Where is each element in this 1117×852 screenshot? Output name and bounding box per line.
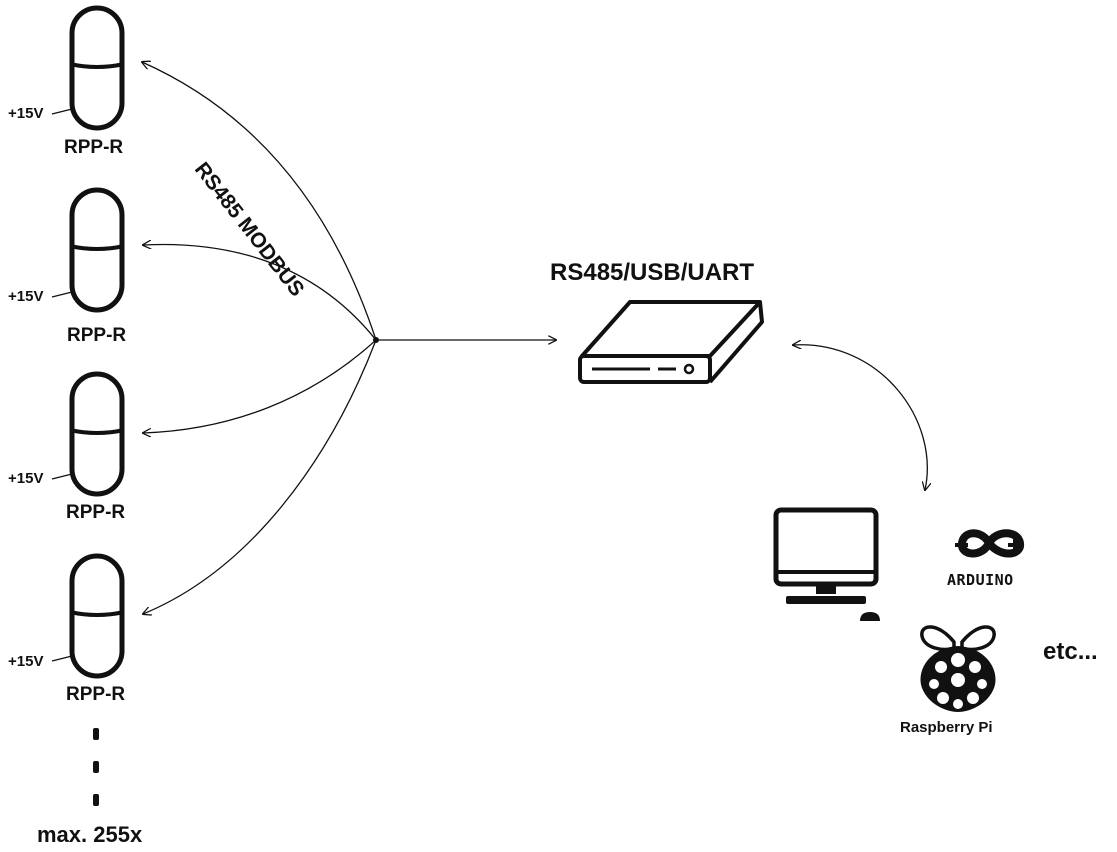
sensor-icon <box>51 187 125 313</box>
max-devices-label: max. 255x <box>37 822 143 847</box>
sensor-icon <box>51 553 125 679</box>
converter-host-link <box>793 345 927 490</box>
sensor-icon <box>51 5 125 131</box>
continuation-dots <box>93 728 99 806</box>
sensor-voltage-label: +15V <box>8 470 44 487</box>
bus-hub <box>373 337 379 343</box>
arduino-logo-icon <box>955 529 1024 558</box>
mouse-icon <box>860 612 880 621</box>
etc-label: etc... <box>1043 638 1098 665</box>
sensor-name-label: RPP-R <box>66 684 126 705</box>
arduino-label: ARDUINO <box>947 571 1014 589</box>
converter-box-icon <box>578 300 764 384</box>
monitor-icon <box>773 507 879 604</box>
raspberry-pi-label: Raspberry Pi <box>900 719 993 736</box>
sensor-voltage-label: +15V <box>8 105 44 122</box>
sensor-name-label: RPP-R <box>67 325 127 346</box>
bus-lines <box>142 62 556 614</box>
sensor-voltage-label: +15V <box>8 653 44 670</box>
sensor-name-label: RPP-R <box>64 137 124 158</box>
sensor-name-label: RPP-R <box>66 502 126 523</box>
sensor-voltage-label: +15V <box>8 288 44 305</box>
raspberry-pi-logo-icon <box>920 625 996 712</box>
converter-label: RS485/USB/UART <box>550 259 755 286</box>
sensor-icon <box>51 371 125 497</box>
